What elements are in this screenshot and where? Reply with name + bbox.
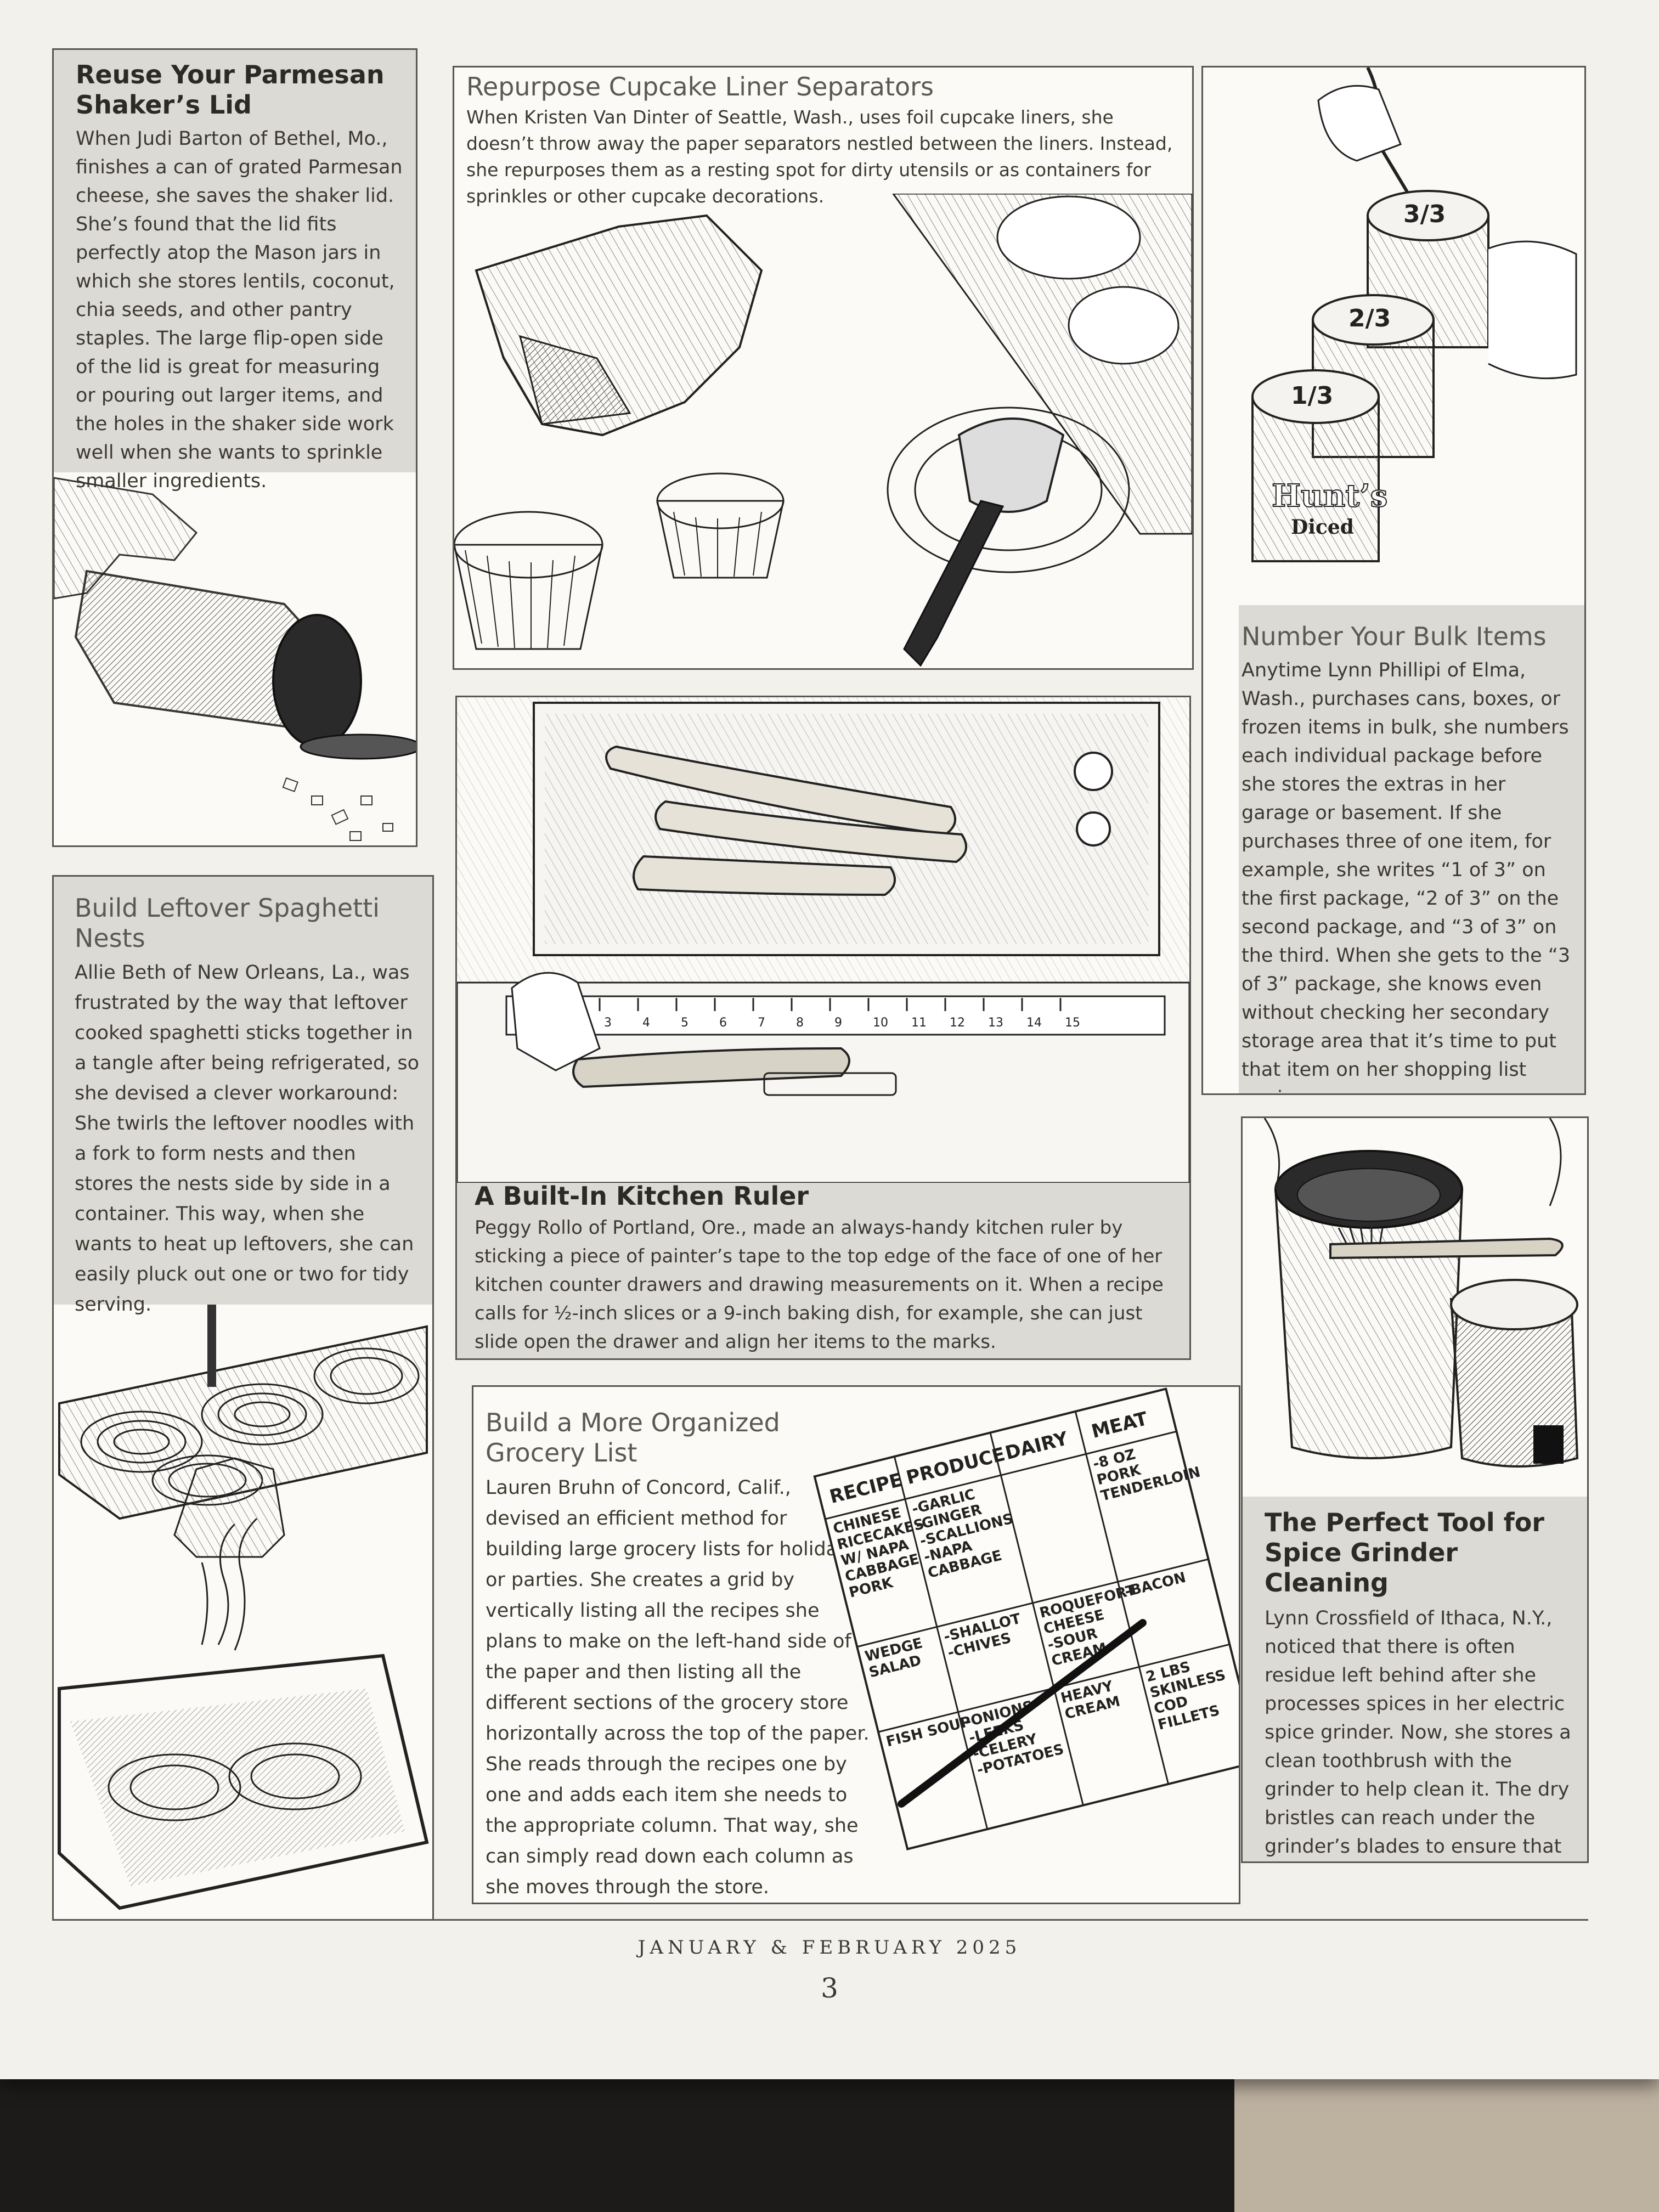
tip-spice-text-panel	[1243, 1497, 1587, 1861]
ruler-number: 4	[642, 1016, 650, 1030]
tip-grocery: Build a More Organized Grocery List Laur…	[472, 1385, 1240, 1904]
ruler-number: 8	[796, 1016, 804, 1030]
tip-parmesan: Reuse Your Parmesan Shaker’s Lid When Ju…	[52, 48, 417, 847]
ruler-number: 13	[988, 1016, 1003, 1030]
can-brand-label: Hunt’s	[1272, 478, 1387, 514]
tip-spaghetti-title: Build Leftover Spaghetti Nests	[75, 893, 380, 953]
tip-ruler-body: Peggy Rollo of Portland, Ore., made an a…	[475, 1217, 1164, 1353]
ruler-number: 15	[1065, 1016, 1080, 1030]
tip-spaghetti-body: Allie Beth of New Orleans, La., was frus…	[75, 962, 420, 1316]
tip-bulk-body: Anytime Lynn Phillipi of Elma, Wash., pu…	[1242, 659, 1571, 1093]
tip-spice-title: The Perfect Tool for Spice Grinder Clean…	[1265, 1508, 1544, 1598]
can-label-2-of-3: 2/3	[1348, 304, 1391, 332]
tip-cupcake: Repurpose Cupcake Liner Separators When …	[453, 66, 1194, 670]
tip-spaghetti-text-panel	[54, 877, 432, 1305]
tip-grocery-body: Lauren Bruhn of Concord, Calif., devised…	[486, 1477, 870, 1899]
tip-parmesan-title: Reuse Your Parmesan Shaker’s Lid	[76, 60, 385, 120]
footer-rule	[52, 1919, 1588, 1921]
tip-spice: The Perfect Tool for Spice Grinder Clean…	[1241, 1116, 1589, 1863]
ruler-number: 9	[834, 1016, 842, 1030]
tip-bulk-text-panel	[1239, 605, 1584, 1093]
ruler-number: 5	[681, 1016, 689, 1030]
tip-grocery-title: Build a More Organized Grocery List	[486, 1408, 780, 1468]
page-number: 3	[821, 1972, 838, 2004]
can-label-3-of-3: 3/3	[1403, 200, 1446, 228]
tip-parmesan-body: When Judi Barton of Bethel, Mo., finishe…	[76, 128, 403, 493]
tip-cupcake-title: Repurpose Cupcake Liner Separators	[466, 72, 934, 101]
magazine-page: Reuse Your Parmesan Shaker’s Lid When Ju…	[0, 0, 1659, 2079]
tip-bulk: 3/3 2/3 1/3 Hunt’s Diced Number Your Bul…	[1201, 66, 1586, 1095]
ruler-number: 3	[604, 1016, 612, 1030]
tip-spaghetti: Build Leftover Spaghetti Nests Allie Bet…	[52, 875, 434, 1921]
spice-grinder-illustration	[1263, 1118, 1579, 1468]
can-label-1-of-3: 1/3	[1291, 382, 1333, 410]
ruler-tick-marks: 123456789101112131415	[522, 998, 1080, 1030]
tip-ruler-text-panel	[457, 1183, 1189, 1358]
tip-parmesan-text-panel	[54, 50, 416, 472]
ruler-number: 12	[950, 1016, 965, 1030]
ruler-number: 7	[758, 1016, 765, 1030]
tip-cupcake-body: When Kristen Van Dinter of Seattle, Wash…	[466, 106, 1173, 207]
tip-bulk-title: Number Your Bulk Items	[1242, 622, 1547, 651]
cupcake-liners-illustration	[454, 194, 1192, 667]
ruler-number: 10	[873, 1016, 888, 1030]
parmesan-jar-illustration	[54, 477, 416, 841]
ruler-number: 14	[1026, 1016, 1042, 1030]
kitchen-ruler-illustration: 123456789101112131415	[457, 697, 1189, 1183]
tip-spice-body: Lynn Crossfield of Ithaca, N.Y., noticed…	[1265, 1607, 1571, 1858]
dark-surface	[0, 2074, 1234, 2212]
ruler-number: 11	[911, 1016, 927, 1030]
grocery-list-illustration: RECIPE PRODUCE DAIRY MEAT CHINESERICECAK…	[813, 1387, 1239, 1850]
grocery-cell-recipe: CHINESERICECAKESW/ NAPACABBAGEPORK	[832, 1500, 938, 1601]
can-product-label: Diced	[1291, 516, 1354, 539]
tip-ruler: 123456789101112131415 A Built-In Kitchen…	[455, 696, 1191, 1360]
tip-ruler-title: A Built-In Kitchen Ruler	[475, 1181, 809, 1211]
footer-issue-date: JANUARY & FEBRUARY 2025	[637, 1937, 1022, 1959]
numbered-cans-illustration: 3/3 2/3 1/3 Hunt’s Diced	[1251, 67, 1577, 562]
ruler-number: 6	[719, 1016, 727, 1030]
spaghetti-nests-illustration	[58, 1305, 429, 1910]
